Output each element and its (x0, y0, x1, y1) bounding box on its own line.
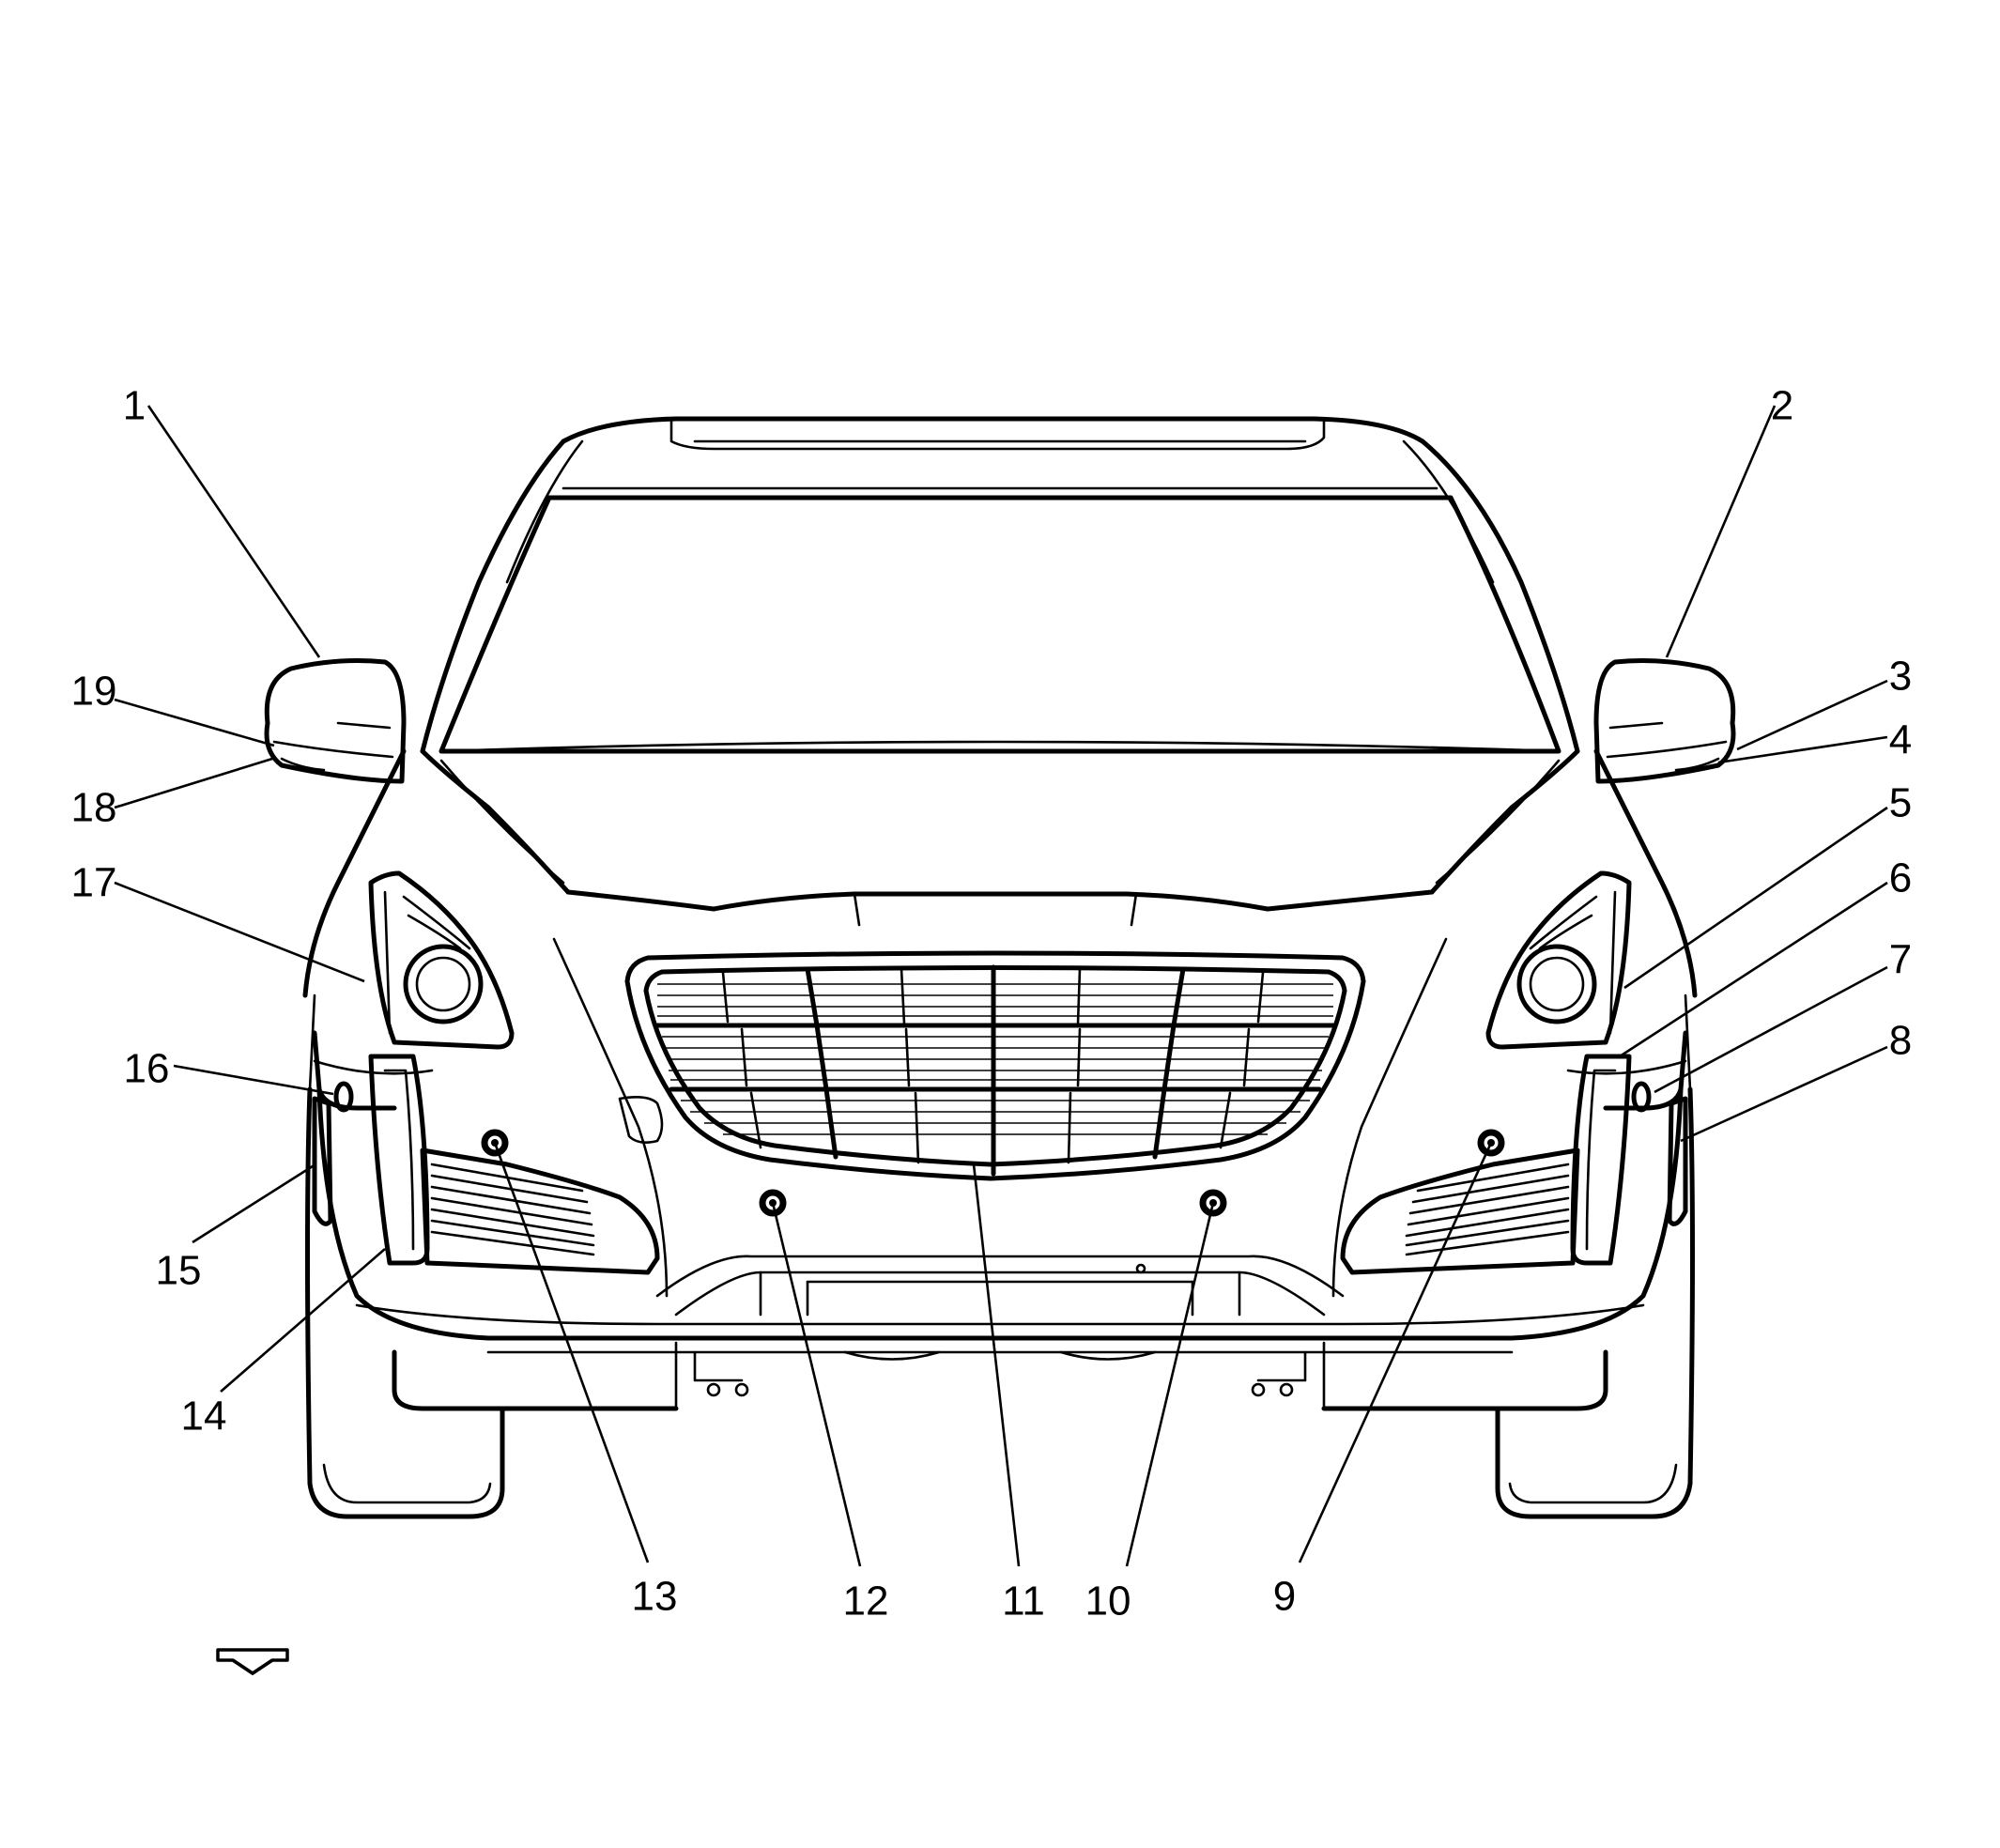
callout-leader-7 (1654, 965, 1888, 1094)
side-marker-right (1631, 1081, 1652, 1113)
callout-label-6: 6 (1889, 855, 1912, 901)
front-view-arrow-icon (216, 1648, 289, 1676)
callout-label-12: 12 (843, 1578, 889, 1625)
callout-leader-13 (493, 1142, 650, 1563)
callout-leader-3 (1736, 679, 1888, 751)
tires (305, 1086, 1695, 1519)
callout-label-15: 15 (156, 1248, 202, 1294)
callout-leader-11 (972, 1163, 1021, 1567)
left-headlamp (368, 870, 515, 1050)
left-fog-bezel (368, 1054, 660, 1275)
callout-label-1: 1 (123, 383, 146, 429)
callout-label-19: 19 (71, 669, 117, 715)
right-fog-grille-slats (1405, 1163, 1570, 1256)
callout-leader-5 (1623, 806, 1888, 990)
callout-leader-4 (1717, 735, 1888, 764)
lower-fascia (486, 1255, 1514, 1410)
callout-label-10: 10 (1085, 1578, 1131, 1625)
callout-label-18: 18 (71, 785, 117, 831)
callout-label-9: 9 (1273, 1574, 1296, 1620)
callout-label-3: 3 (1889, 654, 1912, 700)
front-fascia (312, 937, 1688, 1411)
callout-label-17: 17 (71, 860, 117, 906)
callout-leader-10 (1125, 1202, 1215, 1567)
callout-label-4: 4 (1889, 717, 1912, 763)
left-mirror (264, 658, 407, 784)
windshield (438, 486, 1562, 754)
callout-leader-15 (192, 1163, 316, 1244)
right-mirror (1593, 658, 1736, 784)
callout-leader-17 (114, 881, 365, 983)
callout-label-13: 13 (632, 1574, 678, 1620)
callout-label-14: 14 (181, 1394, 227, 1440)
callout-leader-16 (173, 1064, 334, 1096)
callout-leader-1 (146, 405, 321, 658)
callout-label-16: 16 (124, 1046, 170, 1092)
right-headlamp (1485, 870, 1632, 1050)
body-sides (302, 748, 1698, 1091)
side-reflectors (312, 1096, 1688, 1226)
callout-label-5: 5 (1889, 780, 1912, 826)
side-marker-left (333, 1081, 354, 1113)
right-fog-bezel (1340, 1054, 1632, 1275)
callout-leader-8 (1680, 1045, 1888, 1143)
callout-label-8: 8 (1889, 1018, 1912, 1064)
callout-leader-9 (1298, 1142, 1493, 1563)
callout-leader-6 (1619, 881, 1888, 1058)
callout-leader-2 (1665, 405, 1777, 658)
roof (420, 416, 1580, 754)
callout-leader-14 (220, 1248, 386, 1393)
grille-slats (657, 967, 1333, 1164)
callout-leader-12 (771, 1202, 862, 1567)
grille (624, 950, 1366, 1181)
hood (420, 748, 1580, 927)
callout-label-7: 7 (1889, 937, 1912, 983)
callout-label-2: 2 (1771, 383, 1793, 429)
callout-leader-18 (114, 757, 273, 809)
callout-label-11: 11 (1002, 1578, 1045, 1625)
left-fog-grille-slats (430, 1163, 595, 1256)
callout-leader-19 (114, 698, 275, 747)
